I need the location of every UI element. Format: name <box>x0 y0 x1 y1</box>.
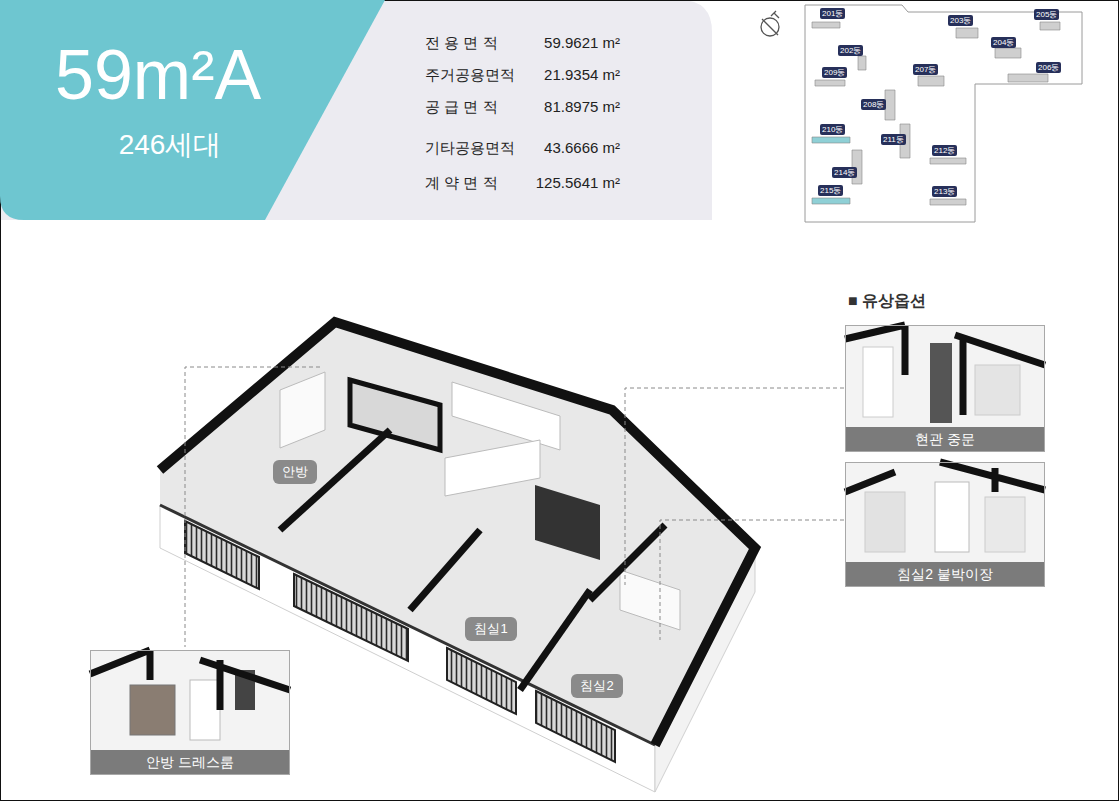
option-thumbnail: 안방 드레스룸 <box>90 650 290 775</box>
caption-bar: 현관 중문 <box>846 427 1044 451</box>
node-text: 공 급 면 적 <box>425 98 498 116</box>
node-text: 213동 <box>934 186 955 197</box>
node-text: 주거공용면적 <box>425 66 515 84</box>
area-panel <box>0 0 712 220</box>
node-text: 207동 <box>915 64 936 75</box>
building-tag: 202동 <box>838 45 863 56</box>
node-text: 81.8975 m² <box>544 98 620 116</box>
node-text: 209동 <box>824 67 845 78</box>
closet-art <box>845 462 1045 563</box>
label-text: ■ 유상옵션 <box>848 292 926 309</box>
leader-lines <box>185 367 844 647</box>
node-text: 246세대 <box>55 128 285 162</box>
building-tag: 210동 <box>820 124 845 135</box>
building-tag: 204동 <box>991 37 1016 48</box>
node-text: 205동 <box>1036 9 1057 20</box>
option-thumbnail: 침실2 붙박이장 <box>845 462 1045 587</box>
building-tag: 212동 <box>932 145 957 156</box>
node-text: 206동 <box>1038 62 1059 73</box>
node-text: 현관 중문 <box>915 431 975 447</box>
room-label: 안방 <box>273 460 317 484</box>
node-text: 침실1 <box>474 620 507 638</box>
caption-bar: 침실2 붙박이장 <box>846 562 1044 586</box>
option-thumbnail: 현관 중문 <box>845 325 1045 452</box>
dressroom-art <box>90 650 290 751</box>
building-tag: 203동 <box>948 15 973 26</box>
node-text: 21.9354 m² <box>544 66 620 84</box>
node-text: 203동 <box>950 15 971 26</box>
building-tag: 205동 <box>1034 9 1059 20</box>
node-text: 침실2 <box>580 677 613 695</box>
node-text: 125.5641 m² <box>536 174 620 192</box>
node-text: 208동 <box>863 99 884 110</box>
building-tag: 213동 <box>932 186 957 197</box>
node-text: 43.6666 m² <box>544 139 620 157</box>
node-text: 안방 <box>282 463 308 481</box>
banner-shape <box>0 0 385 220</box>
area-row: 전 용 면 적 59.9621 m² <box>425 34 620 52</box>
building-tag: 215동 <box>818 185 843 196</box>
node-text: 안방 드레스룸 <box>146 754 234 770</box>
node-text: 계 약 면 적 <box>425 174 498 192</box>
compass-symbol <box>761 11 779 36</box>
node-text: 59m²A <box>55 40 385 110</box>
node-text: 211동 <box>883 134 904 145</box>
title-banner: 59m²A 246세대 <box>0 0 385 220</box>
site-map <box>805 5 1082 222</box>
building-tag: 201동 <box>820 8 845 19</box>
node-text: 전 용 면 적 <box>425 34 498 52</box>
building-tag: 214동 <box>832 167 857 178</box>
area-row: 계 약 면 적 125.5641 m² <box>425 174 620 192</box>
node-text: 침실2 붙박이장 <box>897 566 993 582</box>
node-text: 기타공용면적 <box>425 139 515 157</box>
area-table: 전 용 면 적 59.9621 m² 주거공용면적 21.9354 m² 공 급 면 적… <box>425 28 620 208</box>
caption-bar: 안방 드레스룸 <box>91 750 289 774</box>
area-row: 주거공용면적 21.9354 m² <box>425 66 620 84</box>
area-row: 공 급 면 적 81.8975 m² <box>425 98 620 116</box>
node-text: 201동 <box>822 8 843 19</box>
node-text: 59.9621 m² <box>544 34 620 52</box>
building-tag: 211동 <box>881 134 906 145</box>
node-text: 202동 <box>840 45 861 56</box>
building-tag: 207동 <box>913 64 938 75</box>
node-text: 212동 <box>934 145 955 156</box>
building-tag: 206동 <box>1036 62 1061 73</box>
node-text: 215동 <box>820 185 841 196</box>
building-tag: 208동 <box>861 99 886 110</box>
node-text: 210동 <box>822 124 843 135</box>
room-label: 침실1 <box>465 617 516 641</box>
room-label: 침실2 <box>571 674 622 698</box>
entrance-door-art <box>845 325 1045 428</box>
building-footprints <box>812 22 1060 205</box>
node-text: 204동 <box>993 37 1014 48</box>
area-row: 기타공용면적 43.6666 m² <box>425 139 620 157</box>
building-tag: 209동 <box>822 67 847 78</box>
section-label: ■ 유상옵션 <box>848 291 926 312</box>
node-text: 214동 <box>834 167 855 178</box>
